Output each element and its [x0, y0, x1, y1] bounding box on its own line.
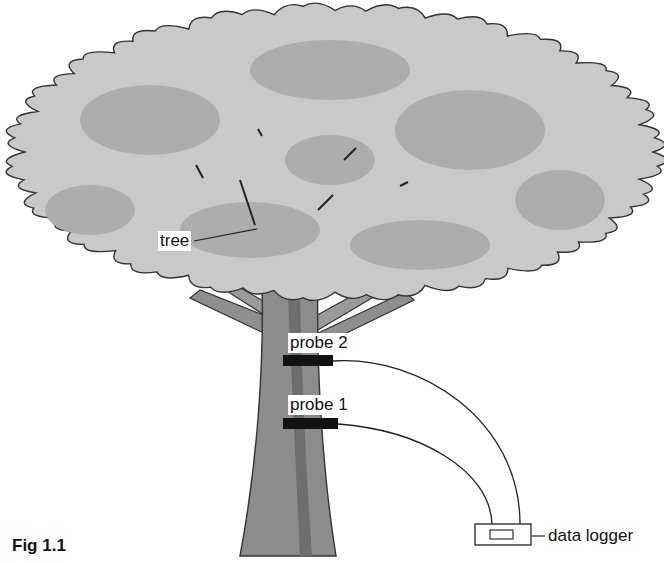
- foliage-shade: [45, 185, 135, 235]
- foliage-shade: [250, 40, 410, 100]
- twig: [240, 180, 255, 225]
- twigs: [196, 129, 408, 225]
- probe-symbol: [283, 355, 333, 366]
- leader-line: [194, 229, 257, 241]
- twig: [258, 129, 262, 136]
- figure-number: Fig 1.1: [10, 536, 68, 556]
- part-label: probe 2: [288, 333, 350, 353]
- foliage-shade: [395, 90, 545, 170]
- part-label: data logger: [546, 526, 635, 546]
- foliage-shade: [515, 170, 605, 230]
- part-label: tree: [158, 231, 191, 251]
- part-label: probe 1: [288, 395, 350, 415]
- twig: [318, 195, 333, 210]
- logger-display: [490, 530, 513, 539]
- twig: [344, 148, 356, 160]
- foliage-shade: [285, 135, 375, 185]
- probe-wire: [338, 424, 492, 524]
- probe-symbol: [283, 418, 338, 429]
- foliage-shade: [80, 85, 220, 155]
- canopy-outline: [6, 3, 664, 300]
- tree-canopy: [6, 3, 664, 300]
- twig: [400, 182, 408, 186]
- leader-line: [532, 535, 545, 536]
- twig: [196, 165, 203, 178]
- data-logger-box: [475, 524, 531, 545]
- probe-wire: [333, 361, 520, 524]
- foliage-shade: [350, 220, 490, 270]
